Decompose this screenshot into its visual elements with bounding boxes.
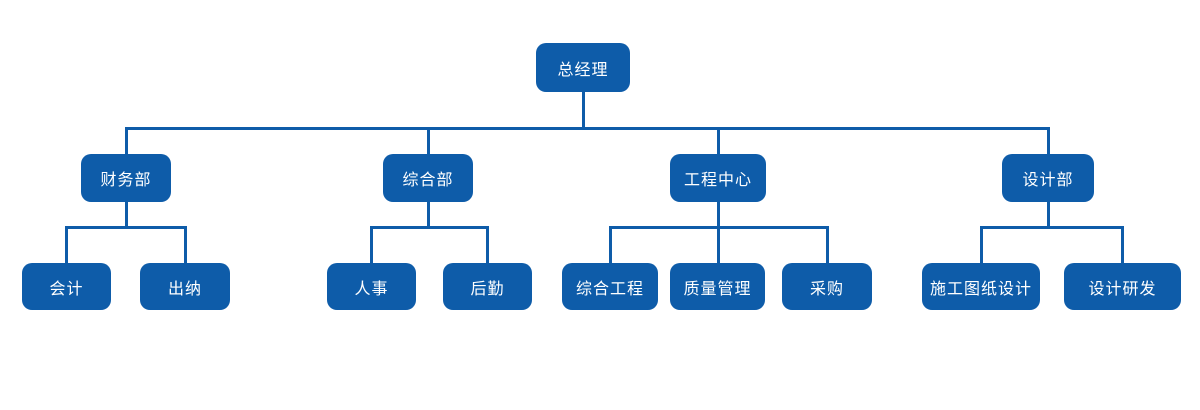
connector-drop-finance [125,127,128,155]
connector-general-affairs-bus [370,226,489,229]
org-node-design-dept: 设计部 [1002,154,1094,202]
org-node-design-rd: 设计研发 [1064,263,1181,310]
org-node-accounting: 会计 [22,263,111,310]
org-node-procurement: 采购 [782,263,872,310]
org-node-construction-drawing-design: 施工图纸设计 [922,263,1040,310]
connector-drop-construction-drawing-design [980,226,983,264]
connector-drop-logistics [486,226,489,264]
org-node-comprehensive-engineering: 综合工程 [562,263,658,310]
connector-drop-design-rd [1121,226,1124,264]
connector-general-affairs-down [427,202,430,229]
connector-root-drop [582,92,585,130]
connector-finance-bus [65,226,187,229]
org-node-hr: 人事 [327,263,416,310]
connector-drop-general-affairs [427,127,430,155]
connector-drop-accounting [65,226,68,264]
org-node-quality-management: 质量管理 [670,263,765,310]
connector-design-down [1047,202,1050,229]
connector-drop-engineering [717,127,720,155]
connector-drop-procurement [826,226,829,264]
org-node-cashier: 出纳 [140,263,230,310]
connector-drop-hr [370,226,373,264]
org-node-engineering-center: 工程中心 [670,154,766,202]
org-node-general-affairs-dept: 综合部 [383,154,473,202]
connector-drop-design [1047,127,1050,155]
org-node-logistics: 后勤 [443,263,532,310]
org-node-general-manager: 总经理 [536,43,630,92]
org-node-finance-dept: 财务部 [81,154,171,202]
connector-design-bus [980,226,1124,229]
connector-drop-comprehensive-engineering [609,226,612,264]
connector-drop-cashier [184,226,187,264]
connector-engineering-down [717,202,720,229]
connector-drop-quality-management [717,226,720,264]
connector-finance-down [125,202,128,229]
connector-main-bus [125,127,1049,130]
